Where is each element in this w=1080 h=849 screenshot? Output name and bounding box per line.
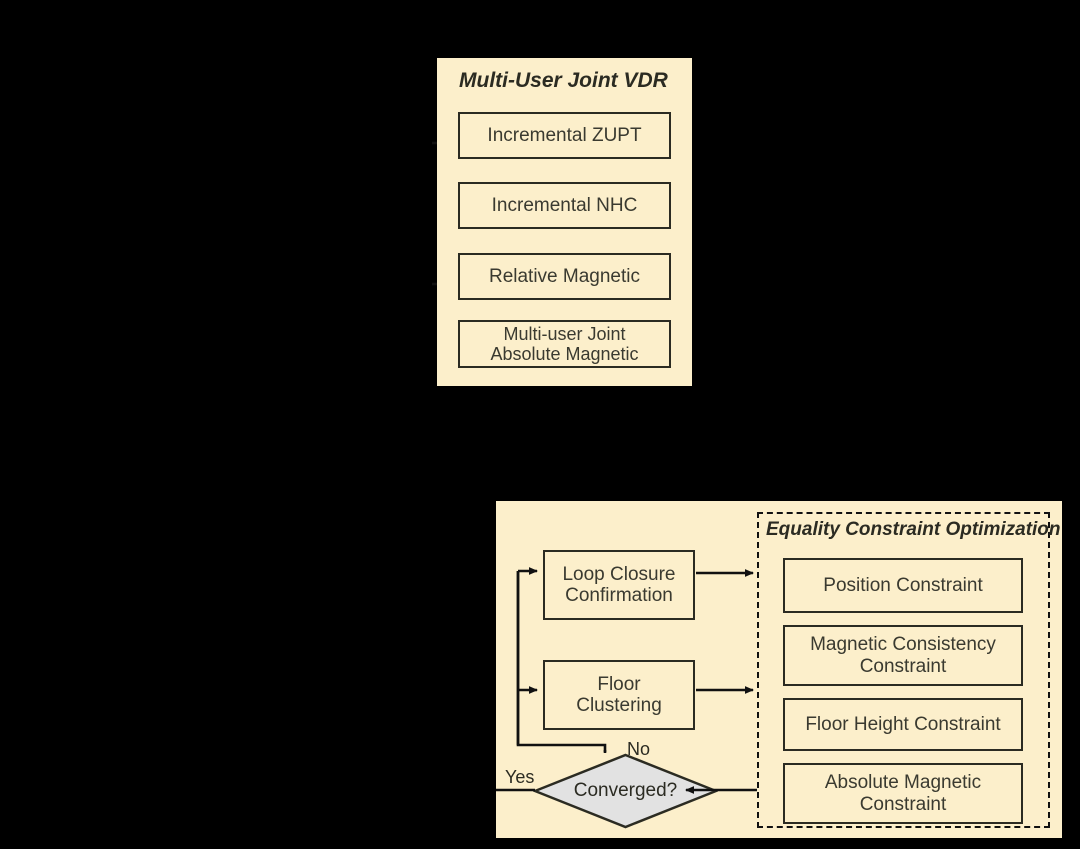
box-loop-closure-confirmation[interactable]: Loop Closure Confirmation [543, 550, 695, 620]
edge-label-no: No [627, 739, 651, 759]
dashed-group-title: Equality Constraint Optimization [766, 519, 1061, 540]
box-position-constraint[interactable]: Position Constraint [783, 558, 1023, 613]
equality-constraint-optimization-group: Equality Constraint Optimization Positio… [757, 512, 1061, 828]
box-relative-magnetic[interactable]: Relative Magnetic [458, 253, 671, 300]
box-multiuser-joint-absolute-magnetic[interactable]: Multi-user Joint Absolute Magnetic [458, 320, 671, 368]
bottom-panel: Loop Closure Confirmation Floor Clusteri… [496, 501, 1062, 838]
box-incremental-nhc[interactable]: Incremental NHC [458, 182, 671, 229]
diamond-shape [531, 753, 720, 829]
top-panel-title: Multi-User Joint VDR [459, 69, 668, 92]
box-absolute-magnetic-constraint[interactable]: Absolute Magnetic Constraint [783, 763, 1023, 824]
top-panel: Multi-User Joint VDR Incremental ZUPT In… [437, 58, 692, 386]
box-magnetic-consistency-constraint[interactable]: Magnetic Consistency Constraint [783, 625, 1023, 686]
box-floor-height-constraint[interactable]: Floor Height Constraint [783, 698, 1023, 751]
decision-converged[interactable]: Converged? [531, 753, 720, 829]
box-incremental-zupt[interactable]: Incremental ZUPT [458, 112, 671, 159]
box-floor-clustering[interactable]: Floor Clustering [543, 660, 695, 730]
edge-label-yes: Yes [505, 767, 535, 787]
decision-label: Converged? [573, 780, 678, 801]
